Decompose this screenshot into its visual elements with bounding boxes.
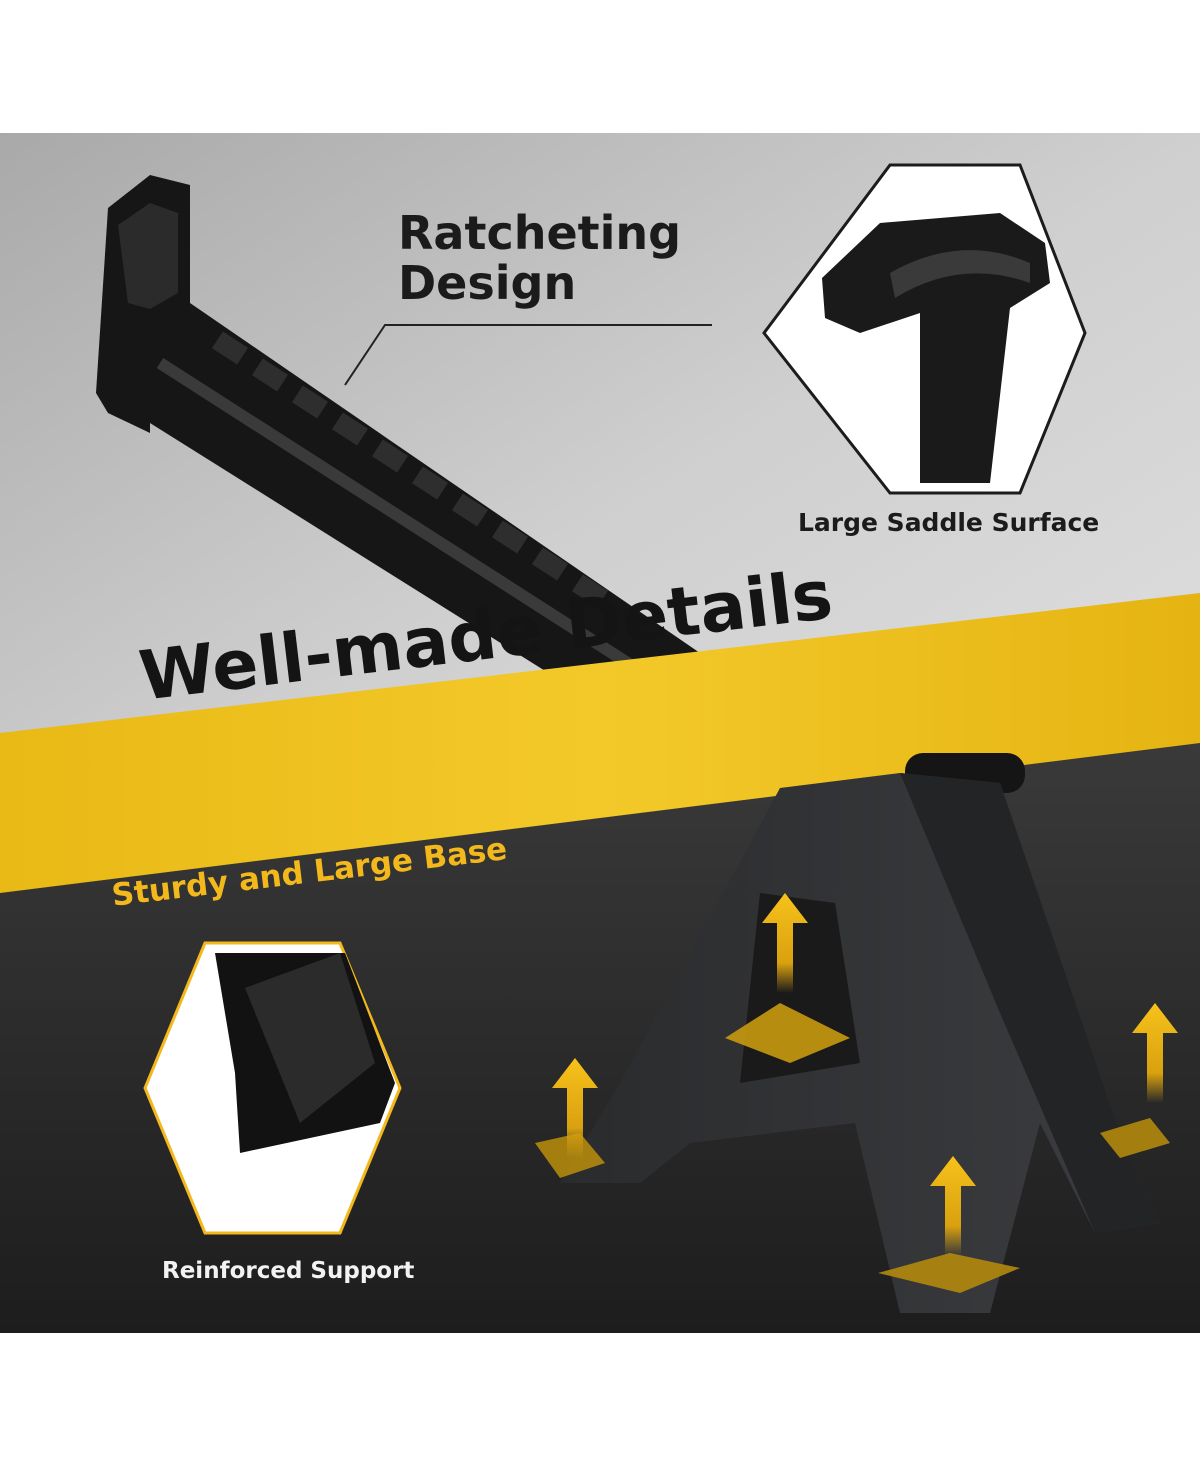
support-hexagon bbox=[143, 941, 402, 1235]
jack-stand-image bbox=[535, 753, 1170, 1313]
ratchet-bar-image bbox=[96, 175, 700, 743]
headline-banner bbox=[0, 593, 1200, 893]
scene-artwork bbox=[0, 133, 1200, 1333]
support-caption: Reinforced Support bbox=[162, 1258, 415, 1284]
product-infographic: Ratcheting Design Large Saddle Surface W… bbox=[0, 133, 1200, 1333]
up-arrow-icon bbox=[930, 1156, 976, 1256]
saddle-hexagon bbox=[762, 163, 1087, 495]
up-arrow-icon bbox=[762, 893, 808, 993]
up-arrow-icon bbox=[1132, 1003, 1178, 1103]
ratchet-title: Ratcheting Design bbox=[398, 206, 682, 310]
saddle-caption: Large Saddle Surface bbox=[798, 508, 1100, 537]
ratchet-leader-line bbox=[344, 324, 712, 386]
up-arrow-icon bbox=[552, 1058, 598, 1158]
